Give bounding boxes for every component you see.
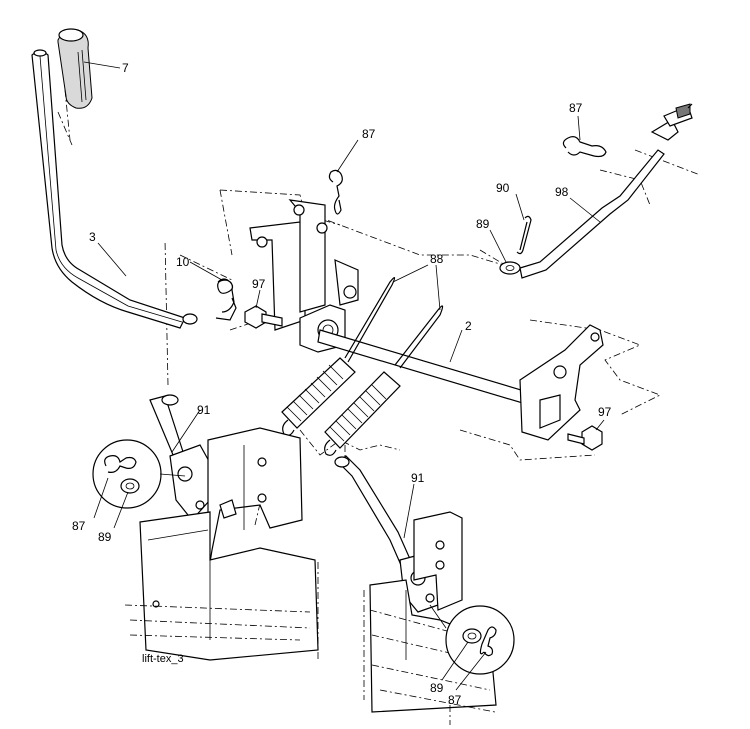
left-deck-housing [124, 511, 319, 661]
spring-coil-right [324, 371, 401, 456]
hairpin-clip-center [328, 169, 343, 215]
right-lift-arm [519, 324, 604, 441]
hairpin-clip-right [562, 136, 607, 158]
callout-97-left: 97 [252, 277, 266, 291]
center-bracket [249, 199, 359, 353]
extension-springs [281, 277, 444, 456]
lift-lever-rod [31, 49, 198, 329]
callout-98: 98 [555, 185, 569, 199]
right-deck-bracket [413, 511, 463, 611]
bolt-left [244, 305, 283, 329]
callout-87-right-detail: 87 [448, 693, 462, 707]
callout-7: 7 [122, 61, 129, 75]
handle-grip [57, 28, 93, 109]
callout-labels: 7 3 10 97 87 88 2 87 90 98 89 91 87 89 9… [72, 61, 612, 707]
linkage-rod [519, 103, 693, 279]
break-lines [317, 562, 451, 725]
callout-87-center: 87 [362, 127, 376, 141]
callout-89-left-detail: 89 [98, 530, 112, 544]
callout-90: 90 [496, 181, 510, 195]
cotter-pin [516, 215, 532, 255]
leader-lines [83, 61, 605, 691]
callout-87-left-detail: 87 [72, 519, 86, 533]
diagram-caption: lift-tex_3 [142, 653, 184, 665]
bolt-right [567, 425, 603, 451]
callout-89-right-detail: 89 [430, 681, 444, 695]
detail-circle-left [92, 439, 186, 509]
callout-97-right: 97 [598, 405, 612, 419]
callout-89-top: 89 [476, 217, 490, 231]
small-spring [215, 278, 237, 321]
washer-top [499, 261, 521, 275]
callout-91-right: 91 [411, 471, 425, 485]
callout-88: 88 [430, 252, 444, 266]
spring-coil-left [281, 357, 356, 436]
callout-87-right: 87 [569, 101, 583, 115]
callout-91-left: 91 [197, 403, 211, 417]
callout-10: 10 [176, 255, 190, 269]
callout-3: 3 [89, 230, 96, 244]
callout-2: 2 [465, 319, 472, 333]
detail-circle-right [429, 604, 515, 675]
